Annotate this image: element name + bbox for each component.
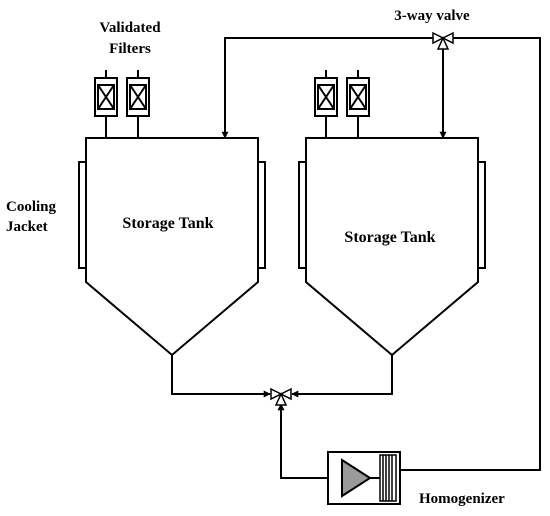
three-way-valve-bottom <box>270 387 292 406</box>
cooling-jacket-right-a <box>298 161 307 269</box>
label-filters-line2: Filters <box>109 41 151 57</box>
label-jacket-line1: Cooling <box>6 199 57 215</box>
cooling-jacket-left-b <box>257 161 266 269</box>
label-tank-right: Storage Tank <box>344 229 435 246</box>
homogenizer <box>327 451 401 505</box>
storage-tank-left <box>85 137 259 357</box>
validated-filters-right <box>314 70 370 138</box>
validated-filters-left <box>94 70 150 138</box>
label-homogenizer: Homogenizer <box>419 491 505 507</box>
storage-tank-right <box>305 137 479 357</box>
three-way-valve-top <box>432 31 454 50</box>
label-tank-left: Storage Tank <box>122 215 213 232</box>
pipe-left-tank-outlet <box>171 355 271 398</box>
label-filters-line1: Validated <box>99 20 161 36</box>
cooling-jacket-right-b <box>477 161 486 269</box>
label-valve: 3-way valve <box>394 8 470 24</box>
pipe-top-loop <box>221 37 541 471</box>
cooling-jacket-left-a <box>78 161 87 269</box>
pipe-right-tank-outlet <box>291 355 393 398</box>
label-jacket-line2: Jacket <box>6 219 48 235</box>
pipe-homogenizer-inlet <box>277 403 328 479</box>
